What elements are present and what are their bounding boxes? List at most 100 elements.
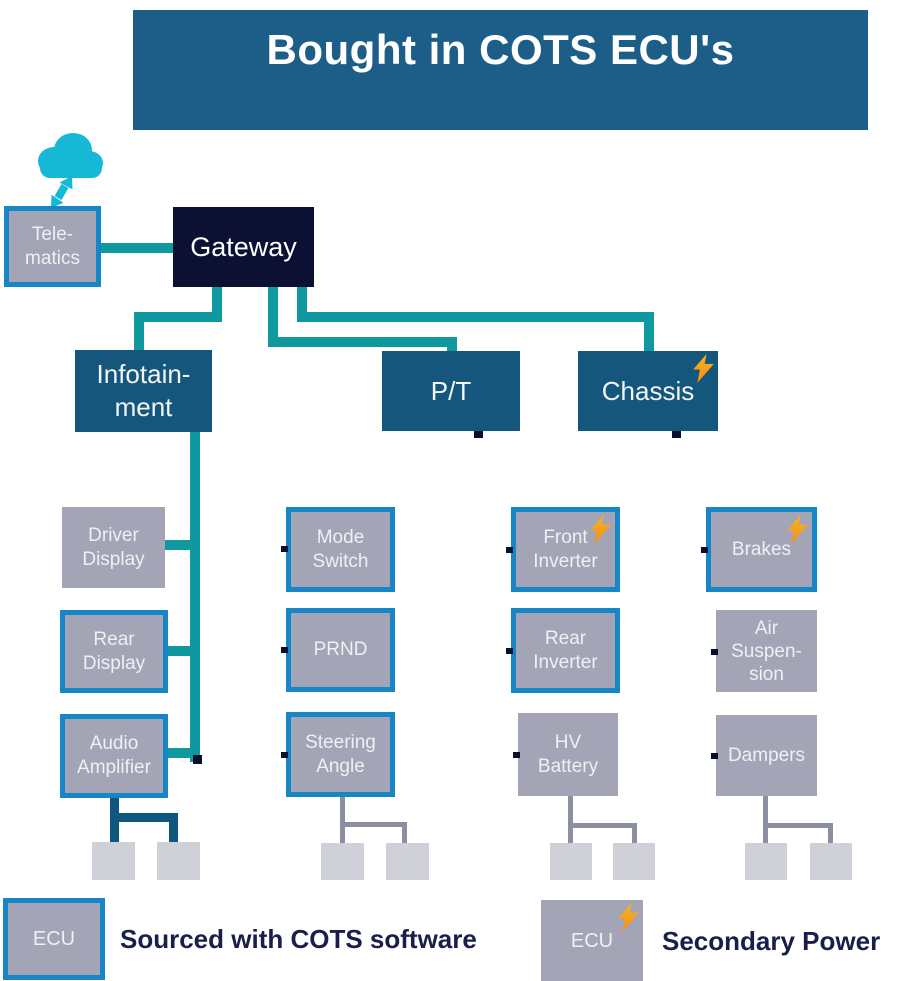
gateway-label: Gateway — [190, 231, 297, 262]
prnd-label: PRND — [313, 639, 368, 660]
connector-col1-h — [110, 813, 178, 822]
legend-power-ecu-label: ECU — [570, 929, 614, 952]
connector-gateway-pt-v1 — [268, 286, 278, 342]
node-prnd: PRND — [286, 608, 395, 692]
leaf-ecu — [613, 843, 655, 880]
node-audio-amplifier: Audio Amplifier — [60, 714, 168, 798]
connector-col4-v1 — [763, 796, 768, 843]
tick-air-suspension — [711, 649, 718, 655]
connector-gateway-pt-v2 — [447, 337, 457, 353]
node-telematics: Tele- matics — [4, 206, 101, 287]
node-air-suspension: Air Suspen- sion — [716, 610, 817, 692]
page-title: Bought in COTS ECU's — [266, 26, 735, 73]
lightning-icon — [590, 515, 611, 544]
connector-gateway-chassis-h — [297, 312, 654, 322]
node-hv-battery: HV Battery — [518, 713, 618, 796]
legend-cots-label: Sourced with COTS software — [120, 924, 477, 954]
chassis-label: Chassis — [601, 375, 695, 406]
front-inverter-line1: Front — [543, 526, 588, 548]
connector-col2-h — [340, 822, 407, 827]
rear-display-line1: Rear — [93, 628, 135, 650]
infotainment-label-line1: Infotain- — [96, 359, 191, 389]
telematics-label-line2: matics — [25, 247, 80, 269]
title-banner: Bought in COTS ECU's — [133, 10, 868, 130]
connector-gateway-infotainment-v2 — [134, 312, 144, 353]
connector-audio-amplifier-stub — [164, 748, 194, 758]
air-suspension-line3: sion — [749, 663, 784, 685]
node-front-inverter: Front Inverter — [511, 507, 620, 592]
leaf-ecu — [157, 842, 200, 880]
node-driver-display: Driver Display — [62, 507, 165, 588]
connector-trunk-end-tick — [193, 755, 202, 764]
connector-col3-v2 — [632, 823, 637, 843]
node-rear-display: Rear Display — [60, 610, 168, 693]
air-suspension-line2: Suspen- — [731, 640, 802, 662]
connector-gateway-chassis-v2 — [644, 312, 654, 353]
connector-gateway-pt-h — [268, 337, 457, 347]
rear-display-line2: Display — [82, 652, 146, 674]
telematics-label-line1: Tele- — [31, 223, 74, 245]
tick-rear-inverter — [506, 648, 513, 654]
legend-power-label: Secondary Power — [662, 926, 881, 956]
connector-gateway-infotainment-v1 — [212, 286, 222, 317]
hv-battery-line1: HV — [554, 731, 582, 753]
leaf-ecu — [810, 843, 852, 880]
tick-prnd — [281, 647, 288, 653]
leaf-ecu — [321, 843, 364, 880]
node-dampers: Dampers — [716, 715, 817, 796]
connector-gateway-infotainment-h — [134, 312, 222, 322]
tick-mode-switch — [281, 546, 288, 552]
connector-telematics-gateway — [101, 243, 173, 253]
connector-col2-v2 — [402, 822, 407, 843]
node-gateway: Gateway — [173, 207, 314, 287]
connector-col3-h — [568, 823, 637, 828]
node-chassis: Chassis — [578, 351, 718, 431]
leaf-ecu — [550, 843, 592, 880]
node-infotainment: Infotain- ment — [75, 350, 212, 432]
rear-inverter-line1: Rear — [544, 627, 587, 649]
steering-angle-line1: Steering — [305, 731, 376, 753]
node-steering-angle: Steering Angle — [286, 712, 395, 797]
infotainment-label-line2: ment — [114, 392, 173, 422]
rear-inverter-line2: Inverter — [533, 651, 598, 673]
hv-battery-line2: Battery — [537, 755, 599, 777]
connector-rear-display-stub — [164, 646, 194, 656]
pt-label: P/T — [430, 375, 472, 406]
leaf-ecu — [386, 843, 429, 880]
node-pt: P/T — [382, 351, 520, 431]
audio-amplifier-line2: Amplifier — [77, 757, 151, 778]
connector-col2-v1 — [340, 797, 345, 843]
tick-steering-angle — [281, 752, 288, 758]
legend-cots-ecu-label: ECU — [32, 928, 76, 950]
mode-switch-line2: Switch — [312, 550, 369, 572]
lightning-icon — [693, 354, 714, 383]
node-mode-switch: Mode Switch — [286, 507, 395, 592]
node-rear-inverter: Rear Inverter — [511, 608, 620, 693]
mode-switch-line1: Mode — [316, 526, 365, 548]
lightning-icon — [618, 903, 639, 932]
sync-arrows-icon — [51, 176, 73, 208]
driver-display-line2: Display — [82, 548, 145, 570]
node-brakes: Brakes — [706, 507, 817, 592]
connector-col3-v1 — [568, 796, 573, 843]
leaf-ecu — [745, 843, 787, 880]
leaf-ecu — [92, 842, 135, 880]
tick-chassis-bottom — [672, 431, 681, 438]
connector-col1-v2 — [169, 813, 178, 843]
legend-power-box: ECU — [541, 900, 643, 981]
connector-gateway-chassis-v1 — [297, 286, 307, 318]
air-suspension-line1: Air — [754, 617, 779, 639]
connector-driver-display-stub — [164, 540, 194, 550]
legend-cots-box: ECU — [3, 898, 105, 980]
tick-dampers — [711, 753, 718, 759]
dampers-label: Dampers — [727, 744, 806, 766]
tick-front-inverter — [506, 547, 513, 553]
lightning-icon — [787, 515, 808, 544]
audio-amplifier-line1: Audio — [89, 733, 139, 754]
tick-hv-battery — [513, 752, 520, 758]
driver-display-line1: Driver — [88, 524, 139, 546]
steering-angle-line2: Angle — [316, 755, 365, 777]
connector-col4-h — [763, 823, 833, 828]
brakes-label: Brakes — [731, 538, 792, 560]
